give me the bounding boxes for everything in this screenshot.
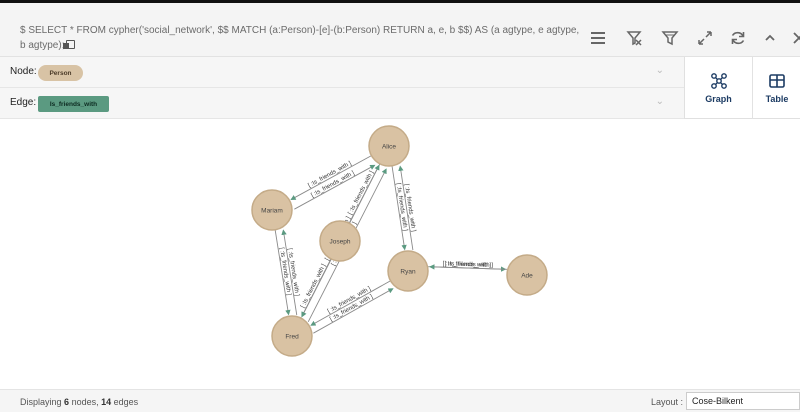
edge-joseph-alice[interactable] — [348, 164, 380, 224]
edge-ryan-alice[interactable] — [398, 165, 414, 251]
clear-results-icon[interactable] — [623, 27, 645, 49]
edge-alice-ryan[interactable] — [391, 165, 407, 251]
edge-dropdown-chevron-icon[interactable]: ⌄ — [655, 96, 664, 107]
graph-view-label: Graph — [705, 94, 732, 104]
node-label-mariam: Mariam — [261, 208, 283, 215]
graph-svg[interactable]: [ :Is_friends_with ] [ :Is_friends_with ]… — [0, 120, 800, 389]
query-bar: $ SELECT * FROM cypher('social_network',… — [0, 3, 800, 57]
layout-select[interactable]: Cose-Bilkent — [686, 392, 800, 410]
node-label-ryan: Ryan — [400, 269, 416, 276]
edge-mariam-alice[interactable] — [294, 164, 376, 210]
nodes-word: nodes, — [71, 397, 99, 407]
collapse-up-icon[interactable] — [759, 27, 781, 49]
node-fred[interactable] — [271, 315, 313, 357]
edge-joseph-fred[interactable] — [301, 258, 332, 318]
graph-stats: Displaying 6 nodes, 14 edges — [20, 397, 138, 407]
graph-canvas[interactable]: [ :Is_friends_with ] [ :Is_friends_with ]… — [0, 120, 800, 389]
edge-alice-mariam[interactable] — [290, 155, 372, 200]
edge-ade-ryan[interactable] — [429, 264, 508, 270]
node-label-fred: Fred — [285, 334, 299, 341]
table-view-button[interactable]: Table — [753, 57, 800, 119]
copy-icon[interactable] — [63, 40, 76, 49]
edge-ryan-fred[interactable] — [310, 280, 391, 326]
refresh-icon[interactable] — [727, 27, 749, 49]
node-dropdown-chevron-icon[interactable]: ⌄ — [655, 65, 664, 76]
graph-view-button[interactable]: Graph — [685, 57, 752, 119]
edges-word: edges — [113, 397, 139, 407]
edge-chip-is-friends-with[interactable]: Is_friends_with — [38, 96, 109, 112]
query-text: $ SELECT * FROM cypher('social_network',… — [20, 23, 580, 53]
query-string: $ SELECT * FROM cypher('social_network',… — [20, 25, 580, 51]
view-switcher: Graph Table — [684, 57, 800, 119]
node-ryan[interactable] — [387, 250, 429, 292]
displaying-text: Displaying — [20, 397, 62, 407]
window-top-border — [0, 0, 800, 3]
node-joseph[interactable] — [319, 220, 361, 262]
edge-label: [ :Is_friends_with ] — [300, 263, 327, 309]
node-count: 6 — [64, 397, 70, 407]
node-label-ade: Ade — [521, 273, 533, 280]
layout-label: Layout : — [651, 397, 684, 407]
node-alice[interactable] — [368, 125, 410, 167]
view-divider — [752, 57, 753, 119]
edge-count: 14 — [101, 397, 112, 407]
node-filter-row[interactable]: Node: Person ⌄ — [0, 57, 684, 88]
expand-icon[interactable] — [694, 27, 716, 49]
table-icon — [769, 74, 785, 88]
edge-label: [ :Is_friends_with ] — [443, 261, 492, 269]
table-view-label: Table — [765, 94, 789, 104]
close-icon[interactable] — [788, 27, 800, 49]
node-mariam[interactable] — [251, 189, 293, 231]
edge-fred-ryan[interactable] — [313, 288, 394, 334]
node-chip-person[interactable]: Person — [38, 65, 83, 81]
edge-mariam-fred[interactable] — [274, 229, 291, 316]
edge-filter-label: Edge: — [10, 97, 37, 108]
node-label-joseph: Joseph — [330, 239, 351, 246]
node-filter-label: Node: — [10, 66, 37, 77]
status-footer: Displaying 6 nodes, 14 edges Layout : Co… — [0, 389, 800, 412]
menu-icon[interactable] — [587, 27, 609, 49]
graph-icon — [710, 73, 727, 89]
edge-label: [ :Is_friends_with ] — [445, 261, 494, 269]
edge-fred-mariam[interactable] — [281, 229, 298, 316]
filter-icon[interactable] — [659, 27, 681, 49]
edge-filter-row[interactable]: Edge: Is_friends_with ⌄ — [0, 88, 684, 119]
node-label-alice: Alice — [382, 144, 396, 151]
node-ade[interactable] — [506, 254, 548, 296]
